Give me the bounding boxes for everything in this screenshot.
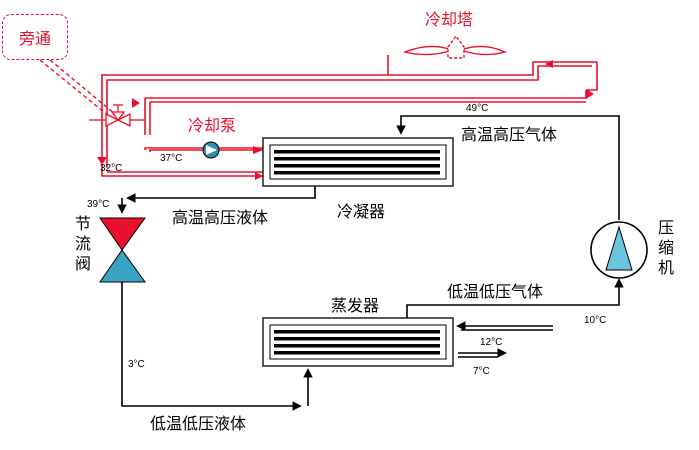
arrow-down-32 [97, 157, 107, 165]
arrow-to-condenser [253, 146, 263, 154]
condenser [262, 137, 454, 187]
expansion-valve-label: 节流阀 [74, 214, 91, 273]
three-way-valve-icon [89, 104, 145, 128]
bypass-callout: 旁通 [2, 14, 68, 60]
evaporator-label: 蒸发器 [331, 296, 380, 315]
arrow-tower-return [545, 60, 553, 68]
pump-icon [202, 141, 220, 159]
temp-10: 10°C [584, 315, 607, 326]
hot-liquid-label: 高温高压液体 [172, 208, 269, 227]
arrow-right-return [586, 89, 594, 99]
valve-icon [99, 217, 146, 283]
bypass-callout-pointer [39, 59, 116, 118]
cooling-tower-label: 冷却塔 [425, 10, 474, 29]
temp-32: 32°C [100, 163, 123, 174]
compressor-icon [590, 221, 648, 279]
cold-liquid-label: 低温低压液体 [150, 414, 247, 433]
temp-37: 37°C [160, 153, 183, 164]
fan-icon [402, 34, 508, 59]
bypass-label: 旁通 [18, 29, 51, 48]
cooling-pump-label: 冷却泵 [188, 116, 237, 135]
evaporator [262, 317, 454, 367]
hot-gas-label: 高温高压气体 [461, 125, 558, 144]
compressor-label: 压缩机 [657, 218, 674, 277]
temp-39: 39°C [87, 199, 110, 210]
condenser-label: 冷凝器 [337, 202, 386, 221]
temp-12: 12°C [480, 337, 503, 348]
cold-gas-label: 低温低压气体 [447, 282, 544, 301]
arrow-bypass-left [132, 98, 140, 108]
arrow-from-condenser [255, 172, 263, 180]
temp-7: 7°C [473, 366, 490, 377]
temp-49: 49°C [466, 103, 489, 114]
refrigerant-lines [117, 115, 624, 411]
water-flow-arrows [97, 60, 594, 180]
temp-3: 3°C [128, 359, 145, 370]
